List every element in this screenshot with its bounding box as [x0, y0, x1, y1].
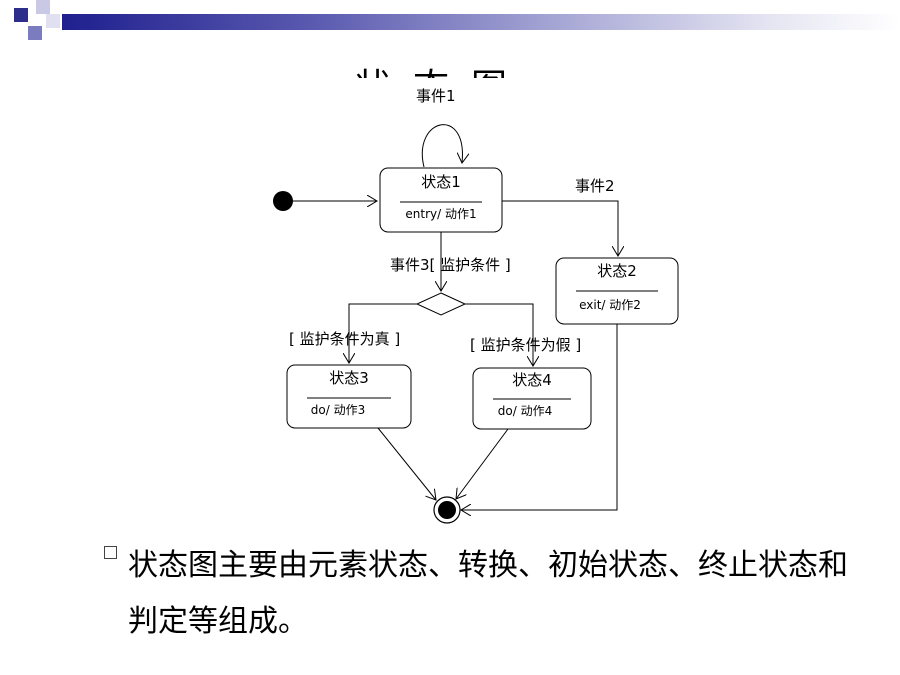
state-2-action: exit/ 动作2: [579, 298, 641, 312]
label-guard-true: [ 监护条件为真 ]: [289, 330, 400, 348]
bullet-text: 状态图主要由元素状态、转换、初始状态、终止状态和判定等组成。: [128, 548, 848, 639]
state-2-name: 状态2: [597, 262, 637, 280]
state-1-name: 状态1: [421, 173, 461, 191]
bullet-square-icon: [104, 546, 117, 559]
state-4-name: 状态4: [512, 371, 552, 389]
corner-square-dark: [14, 8, 28, 22]
transition-state4-to-final: [456, 428, 509, 499]
state-4-action: do/ 动作4: [498, 404, 552, 418]
slide-title-text: 状态图: [355, 67, 529, 79]
state-1-action: entry/ 动作1: [405, 207, 476, 221]
state-3-action: do/ 动作3: [311, 403, 365, 417]
transition-guard-false: [465, 303, 533, 366]
initial-state: [273, 191, 293, 211]
transition-state3-to-final: [377, 427, 436, 500]
label-event1: 事件1: [416, 87, 456, 105]
corner-square-mid: [28, 26, 42, 40]
transition-guard-true: [349, 303, 417, 363]
slide-title-partial: 状态图: [355, 62, 555, 79]
corner-square-pale: [46, 14, 60, 28]
corner-decoration: [0, 0, 70, 50]
self-loop-transition: [421, 124, 462, 168]
bullet-paragraph: 状态图主要由元素状态、转换、初始状态、终止状态和判定等组成。: [100, 538, 860, 650]
header-bar: [62, 14, 900, 30]
final-state: [433, 496, 461, 524]
state-diagram: 事件1 状态1 entry/ 动作1 事件2 状态2 exit/ 动作2 事件3…: [273, 87, 679, 524]
transition-state2-to-final: [461, 324, 618, 510]
state-1: 状态1 entry/ 动作1: [379, 167, 503, 233]
label-guard-false: [ 监护条件为假 ]: [470, 336, 581, 354]
transition-to-state2: [502, 200, 618, 256]
state-3-name: 状态3: [329, 369, 369, 387]
state-3: 状态3 do/ 动作3: [286, 364, 412, 429]
label-event3: 事件3[ 监护条件 ]: [390, 256, 511, 274]
decision-node: [415, 292, 467, 316]
state-4: 状态4 do/ 动作4: [472, 367, 592, 430]
corner-square-light: [36, 0, 50, 14]
label-event2: 事件2: [575, 177, 615, 195]
state-2: 状态2 exit/ 动作2: [555, 257, 679, 325]
